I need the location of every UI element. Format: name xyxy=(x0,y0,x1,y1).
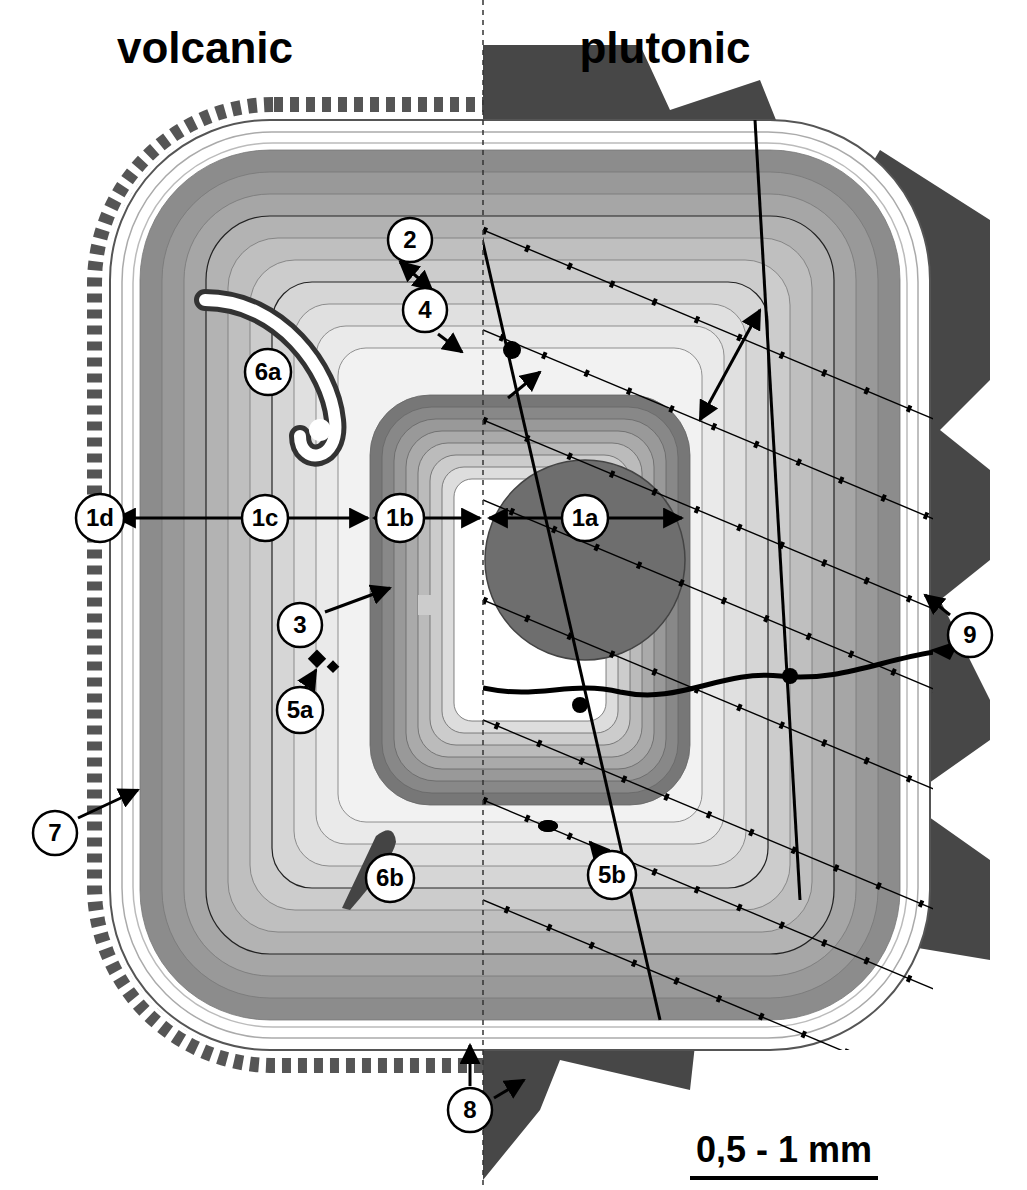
callout-number: 6a xyxy=(255,360,282,384)
scale-bar xyxy=(690,1176,878,1180)
callout-circle: 3 xyxy=(276,601,324,649)
callout-number: 5a xyxy=(287,698,314,722)
leader-arrows xyxy=(78,262,950,1098)
callout-number: 6b xyxy=(376,866,404,890)
crystal-rim xyxy=(110,120,930,1050)
callout-number: 8 xyxy=(463,1098,476,1122)
region-heading: plutonic xyxy=(579,26,750,70)
mineral-inclusion xyxy=(308,650,326,668)
callout-circle: 1b xyxy=(374,492,426,544)
callout-number: 1d xyxy=(86,506,114,530)
callout-number: 1b xyxy=(386,506,414,530)
region-heading: volcanic xyxy=(117,26,293,70)
callout-number: 2 xyxy=(403,228,416,252)
crystal-core xyxy=(370,395,690,805)
callout-number: 4 xyxy=(418,298,431,322)
callout-number: 3 xyxy=(293,613,306,637)
callout-circle: 1c xyxy=(240,493,290,543)
callout-circle: 8 xyxy=(446,1086,494,1134)
callout-circle: 6b xyxy=(364,852,416,904)
divider-line xyxy=(482,0,484,1190)
callout-number: 1c xyxy=(252,506,279,530)
callout-circle: 1d xyxy=(74,492,126,544)
callout-circle: 7 xyxy=(31,809,79,857)
callout-number: 7 xyxy=(48,821,61,845)
callout-number: 9 xyxy=(963,623,976,647)
callout-circle: 2 xyxy=(386,216,434,264)
callout-circle: 4 xyxy=(401,286,449,334)
volcanic-crust xyxy=(96,106,483,1064)
growth-zones xyxy=(140,150,900,1020)
callout-circle: 6a xyxy=(243,347,293,397)
callout-circle: 9 xyxy=(946,611,994,659)
melt-embayment xyxy=(205,300,335,456)
callout-circle: 5a xyxy=(275,685,325,735)
callout-circle: 5b xyxy=(586,849,638,901)
scale-label: 0,5 - 1 mm xyxy=(696,1132,872,1168)
fractures xyxy=(483,120,933,1050)
callout-circle: 1a xyxy=(560,493,610,543)
callout-number: 5b xyxy=(598,863,626,887)
callout-number: 1a xyxy=(572,506,599,530)
